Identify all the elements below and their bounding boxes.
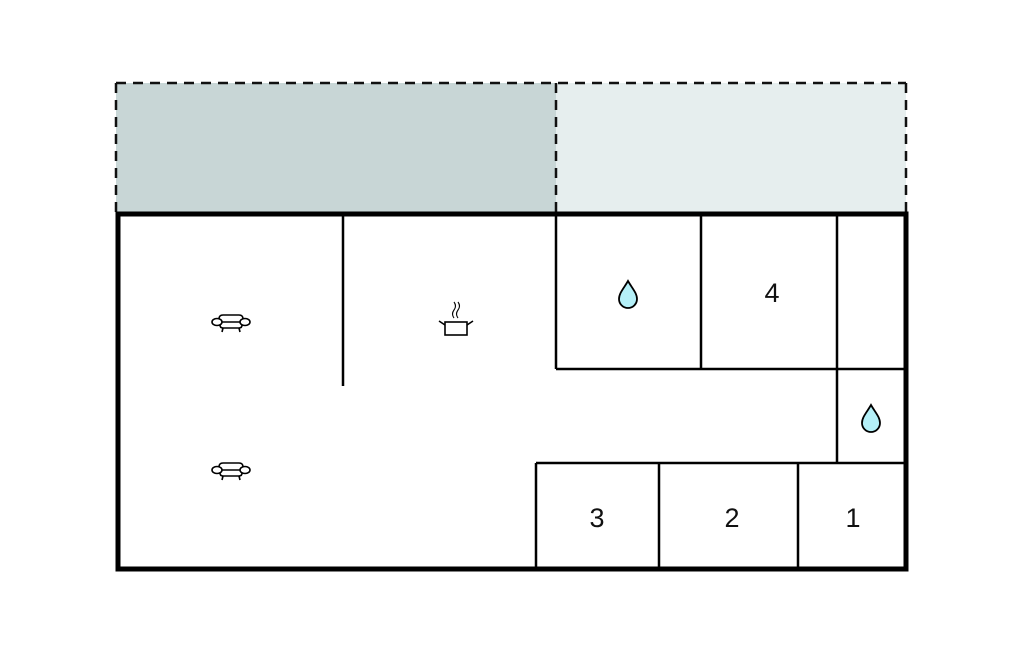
terrace-outline — [114, 81, 908, 214]
outer-wall — [115, 211, 909, 572]
terrace-right — [556, 83, 906, 214]
room-label-4: 4 — [764, 278, 779, 308]
room-label-3: 3 — [589, 503, 604, 533]
terrace-left — [116, 83, 556, 214]
room-label-2: 2 — [724, 503, 739, 533]
room-label-1: 1 — [845, 503, 860, 533]
interior-walls — [341, 214, 906, 569]
cooking-pot-icon — [438, 301, 474, 336]
